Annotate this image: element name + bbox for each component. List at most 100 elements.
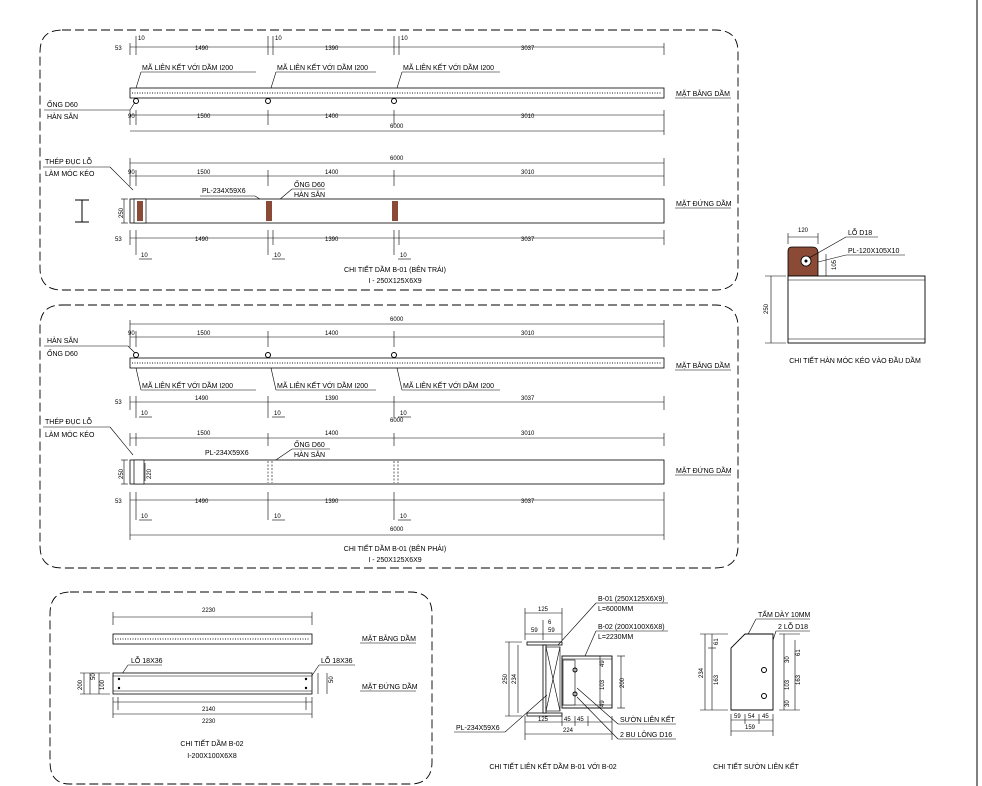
pipe-icon: [133, 98, 139, 104]
dim-text: 90: [128, 114, 135, 120]
dim-text: 53: [115, 46, 122, 52]
dim-text: 10: [275, 36, 282, 42]
note-text: THÉP ĐỤC LỖ: [45, 157, 92, 166]
dim-text: 250: [119, 468, 125, 479]
detail-title: CHI TIẾT DẦM B-01 (BÊN TRÁI): [344, 264, 446, 274]
dim-text: 1390: [325, 499, 339, 505]
dim-text: 1490: [195, 237, 209, 243]
note-text: LỖ 18X36: [321, 656, 353, 665]
dim-text: 234: [512, 673, 518, 684]
dim-text: 10: [274, 253, 281, 259]
detail-subtitle: I - 250X125X6X9: [368, 278, 421, 285]
dim-text: 61: [796, 649, 802, 656]
conn-label: MÃ LIÊN KẾT VỚI DẦM I200: [277, 380, 368, 390]
detail-title: CHI TIẾT HÀN MÓC KÉO VÀO ĐẦU DẦM: [789, 355, 921, 365]
dim-text: 10: [141, 411, 148, 417]
pipe-icon: [265, 352, 271, 358]
dim-text: 53: [115, 237, 122, 243]
dim-text: 3037: [521, 396, 535, 402]
dim-text: 1390: [325, 46, 339, 52]
conn-label: MÃ LIÊN KẾT VỚI DẦM I200: [277, 62, 368, 72]
dim-text: 2230: [202, 608, 216, 614]
dim-text: 125: [538, 717, 549, 723]
elevation-beam: [112, 672, 313, 695]
view-b01-left: 53 10 1490 10 1390 10 3037 MÃ LIÊN KẾT V…: [39, 29, 739, 291]
dim-text: 3010: [521, 170, 535, 176]
dim-text: 6000: [390, 527, 404, 533]
note-text: HÀN SẴN: [47, 336, 78, 345]
dim-text: 50: [329, 676, 335, 683]
view-hook-detail: 120 LỖ D18 PL-120X105X10 105 250 CHI TIẾ…: [764, 228, 926, 365]
note-text: TẤM DÀY 10MM: [758, 609, 811, 619]
dim-text: 50: [91, 673, 97, 680]
conn-label: MÃ LIÊN KẾT VỚI DẦM I200: [403, 380, 494, 390]
rib-plate: [730, 633, 774, 711]
dim-text: 1390: [325, 396, 339, 402]
dim-text: 3037: [521, 46, 535, 52]
view-b01-right: 6000 90 1500 1400 3010 HÀN SẴN ỐNG D60 M…: [39, 304, 739, 569]
dim-text: 1390: [325, 237, 339, 243]
dim-text: 10: [274, 514, 281, 520]
note-text: LỖ D18: [848, 228, 872, 237]
view-rib: TẤM DÀY 10MM 2 LỖ D18 234 61 163 30 103 …: [699, 609, 811, 771]
elev-label: MẶT ĐỨNG DẦM: [676, 465, 732, 475]
dim-text: 3010: [521, 114, 535, 120]
dim-text: 125: [538, 607, 549, 613]
dim-text: 30: [785, 656, 791, 663]
plate-label: PL-234X59X6: [456, 725, 500, 732]
dim-text: 45: [762, 714, 769, 720]
dim-text: 54: [748, 714, 755, 720]
pipe-icon: [391, 98, 397, 104]
detail-title: CHI TIẾT SƯỜN LIÊN KẾT: [713, 761, 799, 771]
dim-text: 59: [548, 628, 555, 634]
note-text: SƯỜN LIÊN KẾT: [620, 714, 675, 724]
dim-text: 1400: [325, 431, 339, 437]
conn-label: MÃ LIÊN KẾT VỚI DẦM I200: [142, 380, 233, 390]
plate-label: PL-234X59X6: [205, 450, 249, 457]
brown-plate: [392, 201, 398, 221]
dim-text: 3010: [521, 431, 535, 437]
detail-title: CHI TIẾT DẦM B-01 (BÊN PHẢI): [344, 543, 446, 553]
dim-text: 45: [577, 717, 584, 723]
note-text: 2 LỖ D18: [778, 622, 808, 631]
note-text: LÀM MÓC KÉO: [45, 169, 95, 178]
note-text: L=6000MM: [598, 606, 633, 613]
dim-text: 163: [714, 674, 720, 685]
note-text: 2 BU LÔNG D16: [620, 730, 672, 739]
plan-label: MẶT BẰNG DẦM: [362, 633, 416, 643]
dim-text: 103: [785, 679, 791, 690]
dim-text: 250: [764, 303, 770, 314]
dim-text: 2230: [202, 719, 216, 725]
pipe-icon: [133, 352, 139, 358]
dim-text: 1490: [195, 499, 209, 505]
dim-text: 10: [401, 36, 408, 42]
detail-title: CHI TIẾT DẦM B-02: [180, 738, 243, 748]
brown-plate: [137, 201, 143, 221]
note-text: HÀN SẴN: [294, 190, 325, 199]
view-b02: 2230 MẶT BẰNG DẦM LỖ 18X36 LỖ 18X36 MẶT …: [49, 591, 433, 785]
dim-text: 1400: [325, 170, 339, 176]
dim-text: 59: [734, 714, 741, 720]
dim-text: 100: [100, 679, 106, 690]
note-text: ỐNG D60: [294, 179, 325, 189]
detail-subtitle: I - 250X125X6X9: [368, 557, 421, 564]
dim-text: 49: [600, 660, 606, 667]
conn-label: MÃ LIÊN KẾT VỚI DẦM I200: [142, 62, 233, 72]
dim-text: 59: [531, 628, 538, 634]
dim-text: 6000: [390, 317, 404, 323]
plan-label: MẶT BẰNG DẦM: [676, 88, 730, 98]
dim-text: 1490: [195, 46, 209, 52]
conn-label: MÃ LIÊN KẾT VỚI DẦM I200: [403, 62, 494, 72]
note-text: HÀN SẴN: [47, 112, 78, 121]
pipe-icon: [391, 352, 397, 358]
bolt-icon: [572, 691, 578, 697]
hook-beam: [787, 275, 926, 344]
note-text: LỖ 18X36: [131, 656, 163, 665]
dim-text: 1500: [197, 114, 211, 120]
dim-text: 30: [785, 700, 791, 707]
note-text: HÀN SẴN: [294, 450, 325, 459]
dim-text: 10: [400, 411, 407, 417]
detail-subtitle: I-200X100X6X8: [187, 753, 237, 760]
note-text: PL-120X105X10: [848, 248, 899, 255]
